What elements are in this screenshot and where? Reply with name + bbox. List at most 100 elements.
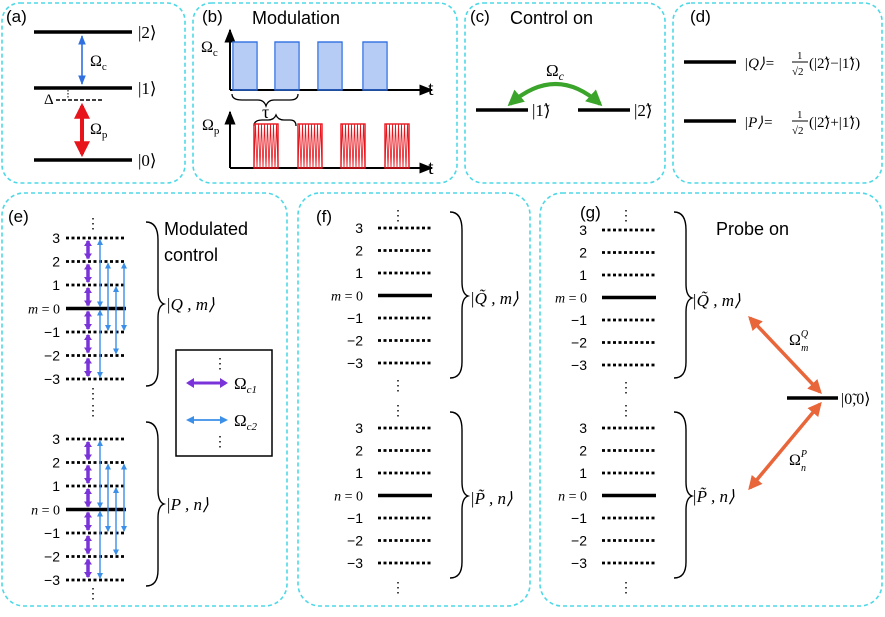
upper-index-label-m2: −2 — [44, 348, 60, 364]
ladder-ellipsis: ⋮ — [619, 209, 633, 224]
probe-pulses — [253, 123, 410, 169]
lower-index-label-m3: −3 — [571, 555, 587, 571]
ladder-ellipsis: ⋮ — [391, 404, 405, 419]
equation-q: |Q⟩= 1 √2 (|2̃⟩−|1̃⟩) — [744, 50, 860, 78]
panel-e-border — [1, 192, 288, 607]
upper-index-label-m2: −2 — [571, 335, 587, 351]
lower-index-label-m2: −2 — [571, 533, 587, 549]
lower-index-label-p2: 2 — [579, 443, 587, 459]
upper-state-label: |Q̃ , m⟩ — [692, 291, 741, 310]
panel-d-label: (d) — [690, 7, 711, 26]
lower-omega-c1-head — [84, 558, 92, 578]
control-pulse-2 — [274, 41, 300, 91]
equation-q-rhs: (|2̃⟩−|1̃⟩) — [809, 56, 860, 72]
panel-c: (c) Control on |1̃⟩ |2̃⟩ Ωc — [464, 2, 666, 184]
control-time-label: t — [428, 78, 434, 100]
detuning-label: Δ — [44, 92, 54, 108]
panel-a-label: (a) — [6, 7, 27, 26]
upper-index-label-p2: 2 — [579, 245, 587, 261]
level-1-label: |1⟩ — [138, 79, 157, 98]
legend-box — [175, 349, 273, 457]
upper-index-label-p1: 1 — [52, 277, 60, 293]
panel-e-title-line2: control — [164, 245, 218, 265]
probe-pulse-3 — [340, 123, 366, 169]
lower-index-label-m2: −2 — [44, 549, 60, 565]
legend-omega-c1-label: Ωc1 — [234, 374, 257, 396]
ladder-ellipsis: ⋮ — [391, 581, 405, 596]
probe-arrow-p — [748, 401, 822, 491]
omega-p-label: Ωp — [90, 121, 108, 141]
lower-index-label-p2: 2 — [52, 455, 60, 471]
upper-index-label-p3: 3 — [579, 222, 587, 238]
probe-axis-label: Ωp — [202, 117, 220, 137]
ground-state-label: |0̃,0⟩ — [841, 391, 870, 408]
lower-index-label-p3: 3 — [52, 431, 60, 447]
lower-omega-c1-head — [84, 511, 92, 531]
probe-pulse-fringe — [297, 123, 323, 169]
lower-index-label-p1: 1 — [579, 465, 587, 481]
upper-index-label-m1: −1 — [44, 324, 60, 340]
pulse-width-brace — [253, 113, 297, 127]
lower-index-label-m1: −1 — [44, 525, 60, 541]
probe-arrow-q — [748, 315, 822, 395]
tau-label: τ — [262, 102, 269, 122]
panel-e-label: (e) — [8, 207, 29, 226]
lower-omega-c1-head — [84, 441, 92, 461]
upper-index-label-0: m = 0 — [555, 292, 587, 307]
lower-state-label: |P̃ , n⟩ — [692, 487, 735, 506]
legend-ellipsis-top: ⋮ — [213, 357, 227, 372]
ladder-ellipsis: ⋮ — [391, 379, 405, 394]
equation-q-lhs: |Q⟩= — [744, 56, 775, 72]
lower-index-label-0: n = 0 — [558, 490, 587, 505]
upper-omega-c1-head — [84, 263, 92, 283]
lower-index-label-m1: −1 — [347, 510, 363, 526]
upper-brace — [145, 221, 167, 387]
ladder-ellipsis: ⋮ — [619, 404, 633, 419]
ladder-ellipsis: ⋮ — [619, 581, 633, 596]
equation-p-lhs: |P⟩= — [744, 115, 773, 131]
lower-index-label-p2: 2 — [355, 443, 363, 459]
probe-pulse-fringe — [340, 123, 366, 169]
panel-a: (a) |2⟩ |1⟩ |0⟩ Ωc Ωp Δ — [1, 2, 186, 184]
lower-index-label-m2: −2 — [347, 533, 363, 549]
ladder-ellipsis: ⋮ — [86, 404, 100, 419]
panel-c-title: Control on — [510, 8, 593, 28]
upper-index-label-p2: 2 — [355, 243, 363, 259]
panel-b: (b) Modulation t Ωc τ t Ωp — [192, 2, 458, 184]
lower-index-label-m3: −3 — [347, 555, 363, 571]
control-axis-label: Ωc — [201, 39, 218, 59]
upper-index-label-m3: −3 — [571, 357, 587, 373]
lower-omega-c1-head — [84, 464, 92, 484]
level-2-tilde-label: |2̃⟩ — [634, 101, 653, 120]
control-pulse-4 — [362, 41, 388, 91]
lower-index-label-p3: 3 — [579, 420, 587, 436]
lower-index-label-p1: 1 — [355, 465, 363, 481]
coupling-arrow — [507, 82, 603, 107]
upper-index-label-0: m = 0 — [331, 290, 363, 305]
probe-time-label: t — [428, 157, 434, 179]
upper-omega-c1-head — [84, 357, 92, 377]
equation-p: |P⟩= 1 √2 (|2̃⟩+|1̃⟩) — [744, 109, 860, 137]
equation-q-frac-den: √2 — [792, 66, 804, 78]
panel-g-border — [539, 192, 883, 607]
ladder-ellipsis: ⋮ — [86, 217, 100, 232]
upper-index-label-0: m = 0 — [28, 303, 60, 318]
ladder-ellipsis: ⋮ — [391, 209, 405, 224]
panel-d-border — [672, 2, 883, 184]
level-2-label: |2⟩ — [138, 23, 157, 42]
level-0-label: |0⟩ — [138, 151, 157, 170]
panel-g-title: Probe on — [716, 219, 789, 239]
upper-index-label-p3: 3 — [355, 220, 363, 236]
control-pulses — [232, 41, 388, 91]
lower-index-label-m1: −1 — [571, 510, 587, 526]
legend-omega-c2-label: Ωc2 — [234, 411, 258, 433]
ladder-ellipsis: ⋮ — [619, 381, 633, 396]
upper-omega-c1-head — [84, 287, 92, 307]
